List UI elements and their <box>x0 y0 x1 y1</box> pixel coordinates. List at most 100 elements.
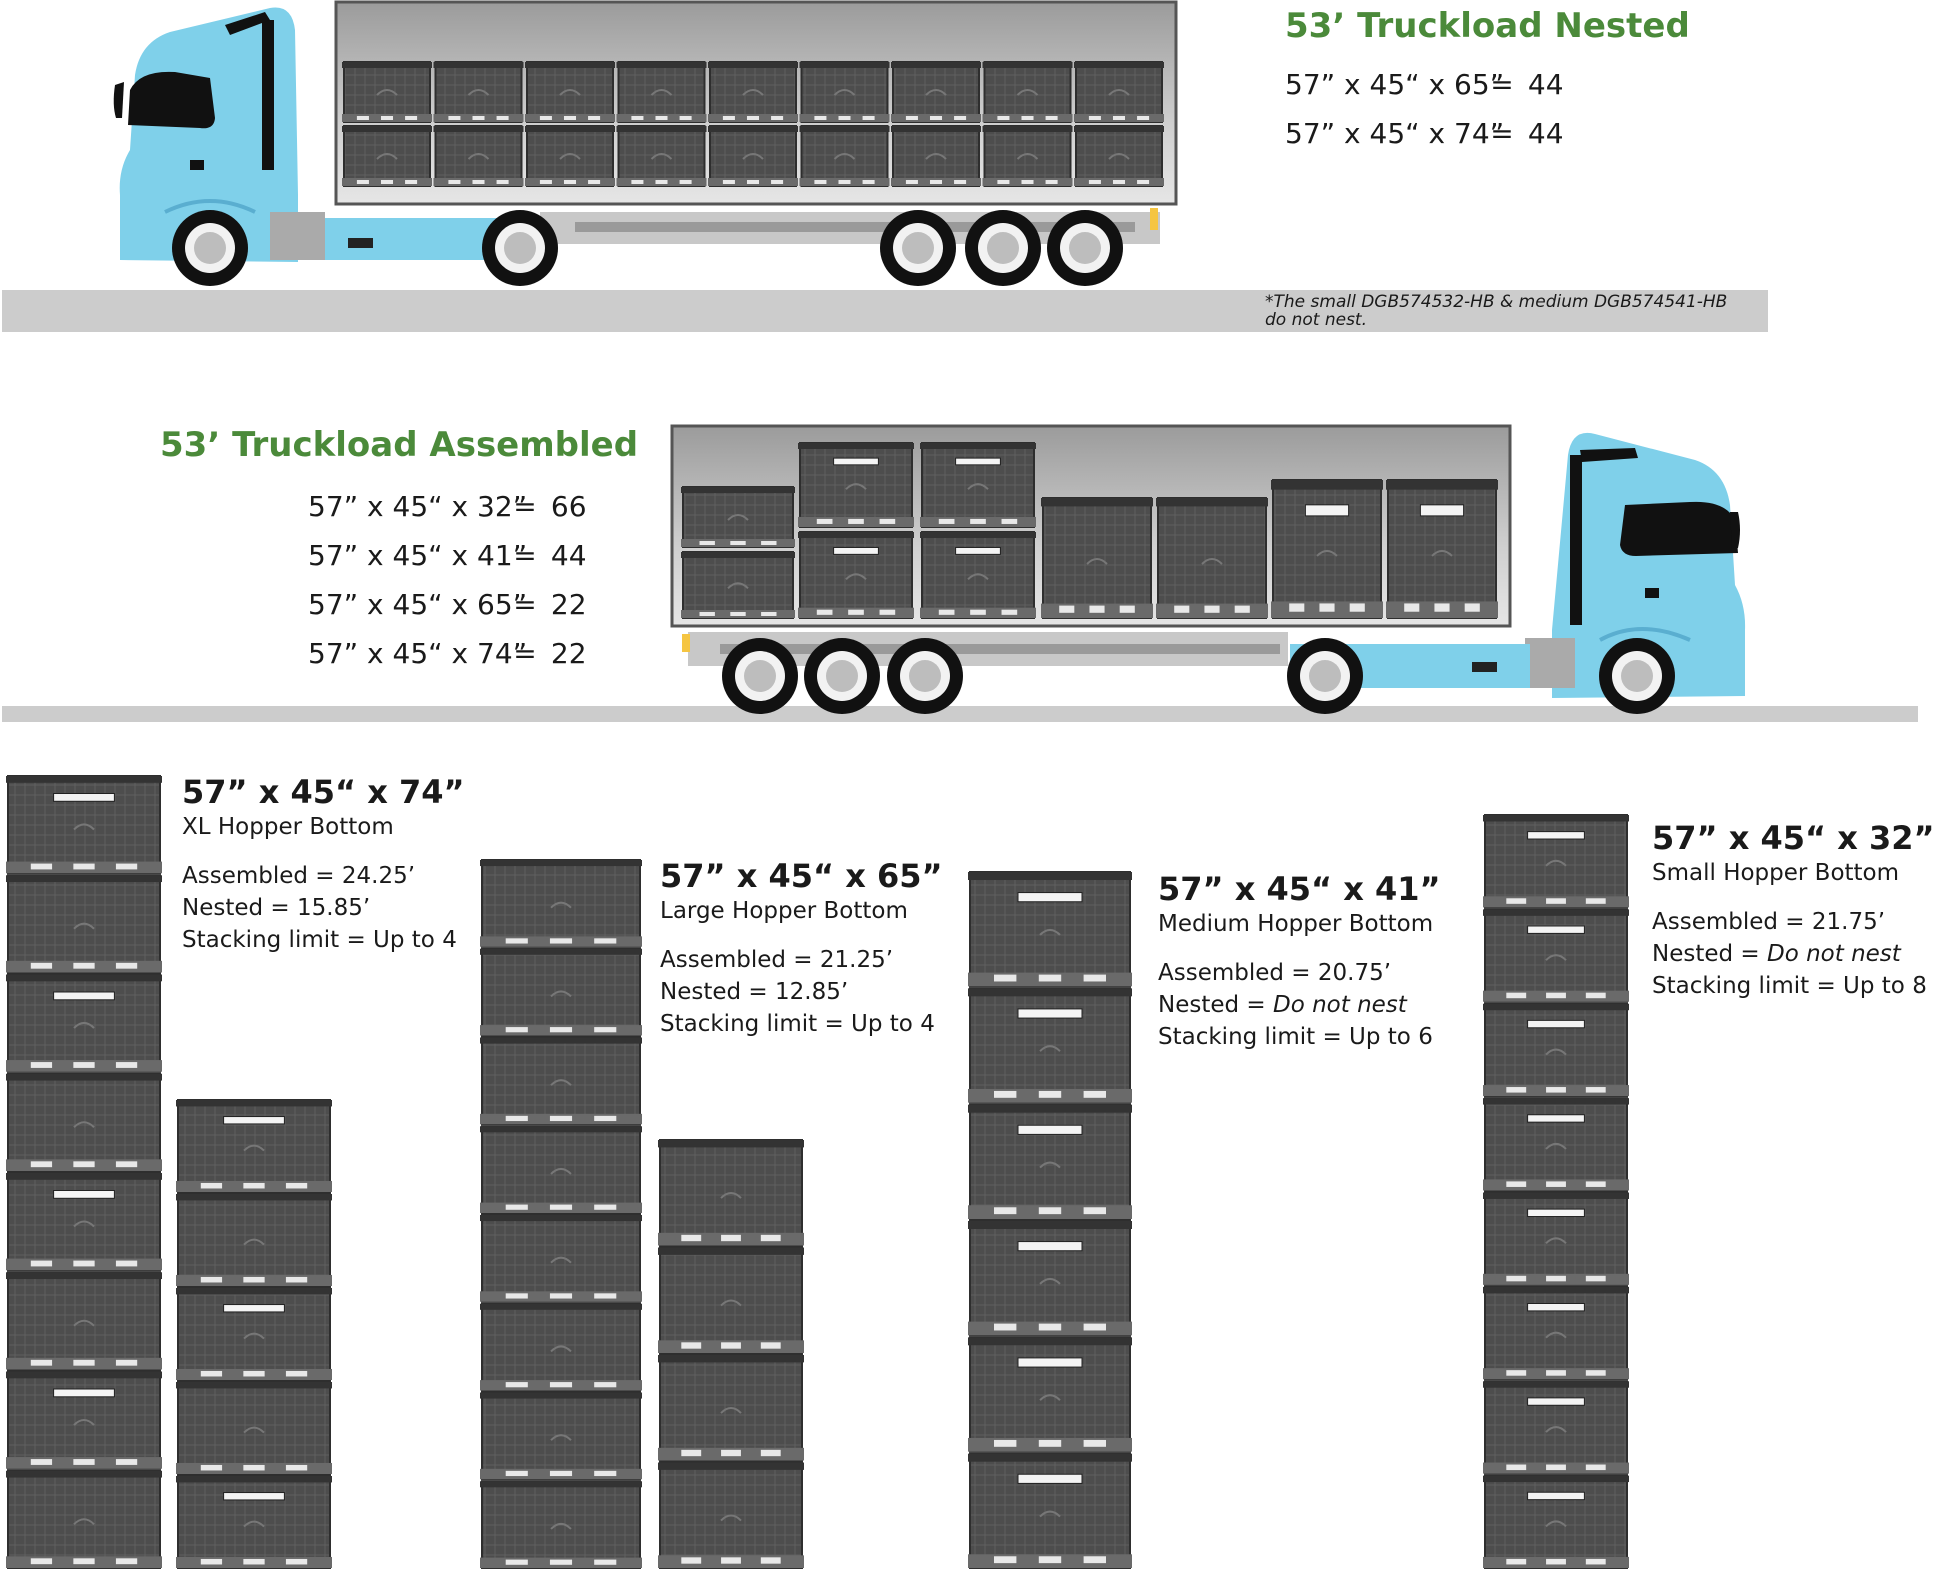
bin <box>480 1391 642 1481</box>
truck-nested <box>113 0 1178 286</box>
bin <box>1271 479 1383 619</box>
nested-height: Nested = 15.85’ <box>182 895 371 921</box>
bin <box>525 61 615 123</box>
product-name: Large Hopper Bottom <box>660 898 908 924</box>
bin <box>6 775 162 875</box>
row-count: 22 <box>550 588 587 621</box>
row-count: 66 <box>550 490 587 523</box>
row-dims: 57” x 45“ x 65” <box>1285 68 1505 101</box>
bin <box>799 125 890 187</box>
footnote-line: *The small DGB574532-HB & medium DGB5745… <box>1265 292 1728 312</box>
row-equals: = <box>513 637 537 670</box>
bin <box>681 486 795 548</box>
bin <box>176 1475 332 1569</box>
row-equals: = <box>513 539 537 572</box>
bin <box>480 1214 642 1303</box>
row-equals: = <box>1490 117 1514 150</box>
nested-row: 57” x 45“ x 65”= 44 <box>1285 68 1564 101</box>
row-dims: 57” x 45“ x 41” <box>308 539 528 572</box>
bin <box>342 61 432 123</box>
nested-title: 53’ Truckload Nested <box>1285 6 1690 46</box>
nested-row: 57” x 45“ x 74”= 44 <box>1285 117 1564 150</box>
product-small: 57” x 45“ x 32” Small Hopper Bottom Asse… <box>1652 818 1935 1002</box>
product-name: Small Hopper Bottom <box>1652 860 1900 886</box>
assembled-row: 57” x 45“ x 32”= 66 <box>308 490 587 523</box>
bin <box>480 1125 642 1214</box>
bin <box>968 1103 1132 1220</box>
bin <box>681 551 795 619</box>
bin <box>798 531 914 619</box>
bin <box>176 1287 332 1381</box>
bin <box>6 874 162 974</box>
road-top <box>2 290 1768 332</box>
product-medium: 57” x 45“ x 41” Medium Hopper Bottom Ass… <box>1158 869 1441 1053</box>
bin <box>1483 1097 1629 1192</box>
assembled-row: 57” x 45“ x 65”= 22 <box>308 588 587 621</box>
bin <box>1386 479 1498 619</box>
bin <box>525 125 615 187</box>
assembled-title: 53’ Truckload Assembled <box>160 425 639 465</box>
bin <box>6 1072 162 1172</box>
bin <box>1483 1380 1629 1475</box>
bin <box>1483 1285 1629 1381</box>
assembled-height: Assembled = 24.25’ <box>182 863 416 889</box>
bin <box>968 987 1132 1104</box>
bin <box>433 125 524 187</box>
row-count: 44 <box>1527 68 1564 101</box>
bin <box>658 1246 804 1354</box>
row-dims: 57” x 45“ x 65” <box>308 588 528 621</box>
bin <box>1074 125 1164 187</box>
stacking-limit: Stacking limit = Up to 8 <box>1652 973 1927 999</box>
bin <box>1483 1002 1629 1098</box>
bin <box>6 1370 162 1470</box>
bin <box>1156 497 1268 619</box>
row-equals: = <box>513 490 537 523</box>
nested-height: Nested = Do not nest <box>1652 941 1901 967</box>
assembled-height: Assembled = 20.75’ <box>1158 960 1392 986</box>
bin <box>982 125 1073 187</box>
nest-footnote: *The small DGB574532-HB & medium DGB5745… <box>1265 293 1785 329</box>
product-dims: 57” x 45“ x 32” <box>1652 819 1935 857</box>
row-dims: 57” x 45“ x 74” <box>308 637 528 670</box>
stacking-limit: Stacking limit = Up to 4 <box>660 1011 935 1037</box>
bin <box>658 1461 804 1569</box>
bin <box>708 125 798 187</box>
assembled-height: Assembled = 21.25’ <box>660 947 894 973</box>
road-middle <box>2 706 1918 722</box>
bin <box>480 1302 642 1392</box>
bin <box>799 61 890 123</box>
bin <box>176 1193 332 1287</box>
bin-stacks <box>6 775 1629 1569</box>
bin <box>616 61 707 123</box>
bin <box>891 125 981 187</box>
bin <box>6 1172 162 1272</box>
product-name: XL Hopper Bottom <box>182 814 394 840</box>
bin <box>1483 1191 1629 1286</box>
bin <box>176 1099 332 1193</box>
row-count: 44 <box>1527 117 1564 150</box>
bin <box>968 1220 1132 1337</box>
bin <box>798 442 914 528</box>
bin <box>6 973 162 1073</box>
bin <box>968 871 1132 988</box>
bin <box>616 125 707 187</box>
bin <box>6 1469 162 1569</box>
stacking-limit: Stacking limit = Up to 4 <box>182 927 457 953</box>
row-dims: 57” x 45“ x 74” <box>1285 117 1505 150</box>
footnote-line: do not nest. <box>1265 310 1367 330</box>
bin <box>6 1271 162 1371</box>
bin <box>480 1480 642 1569</box>
product-dims: 57” x 45“ x 41” <box>1158 870 1441 908</box>
bin <box>658 1354 804 1462</box>
product-dims: 57” x 45“ x 65” <box>660 857 943 895</box>
assembled-row: 57” x 45“ x 41”= 44 <box>308 539 587 572</box>
nested-height: Nested = 12.85’ <box>660 979 849 1005</box>
product-name: Medium Hopper Bottom <box>1158 911 1434 937</box>
product-dims: 57” x 45“ x 74” <box>182 773 465 811</box>
bin <box>1483 1474 1629 1569</box>
bin <box>176 1381 332 1475</box>
row-dims: 57” x 45“ x 32” <box>308 490 528 523</box>
bin <box>968 1452 1132 1569</box>
stacking-limit: Stacking limit = Up to 6 <box>1158 1024 1433 1050</box>
